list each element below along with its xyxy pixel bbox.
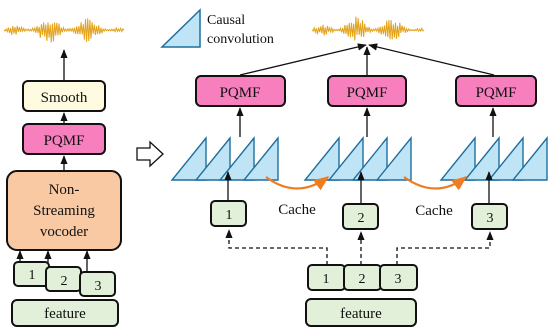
pqmf-block-3 <box>455 75 537 107</box>
dashed-link-chunk1 <box>225 229 328 265</box>
causal-conv-triangle <box>375 136 412 181</box>
waveform-left-icon <box>3 18 125 43</box>
stream-chunk-1-label: 1 <box>226 208 233 223</box>
feature-block-left <box>11 299 119 327</box>
left-pipeline: Smooth PQMF Non- Streaming vocoder 1 2 3… <box>3 18 125 327</box>
causal-conv-triangle <box>242 136 279 181</box>
causal-conv-triangle <box>463 136 500 181</box>
smooth-block <box>22 80 106 112</box>
legend-label-line2: convolution <box>207 32 274 47</box>
left-chunk-2-label: 2 <box>61 274 68 289</box>
vocoder-label-line1: Non- <box>49 182 80 198</box>
open-right-arrow-icon <box>136 140 164 168</box>
bottom-chunk-3-label: 3 <box>395 272 402 287</box>
causal-conv-triangle <box>511 136 548 181</box>
feature-label-right: feature <box>340 306 382 322</box>
pqmf-block-2 <box>327 75 407 107</box>
smooth-label: Smooth <box>41 90 88 106</box>
causal-conv-triangle <box>487 136 524 181</box>
pqmf-block-1 <box>195 75 286 107</box>
left-chunk-3 <box>79 271 116 297</box>
vocoder-label-line3: vocoder <box>40 224 88 240</box>
legend-label-line1: Causal <box>207 13 245 28</box>
bottom-chunk-2-label: 2 <box>359 272 366 287</box>
cache-arrow-1 <box>265 176 330 191</box>
pqmf-block-2-label: PQMF <box>347 85 388 101</box>
bottom-chunk-1-label: 1 <box>323 272 330 287</box>
stream-chunk-3-label: 3 <box>487 211 494 226</box>
pqmf-block-left <box>22 123 106 155</box>
legend: Causal convolution <box>160 8 274 48</box>
causal-conv-triangle <box>351 136 388 181</box>
causal-conv-triangle <box>327 136 364 181</box>
causal-conv-triangle <box>170 136 207 181</box>
cache-label-1: Cache <box>278 202 316 218</box>
stream-chunk-2-label: 2 <box>358 211 365 226</box>
stream-chunk-1 <box>210 200 247 227</box>
non-streaming-vocoder-block <box>6 170 122 251</box>
pqmf-block-3-label: PQMF <box>476 85 517 101</box>
cache-label-2: Cache <box>415 203 453 219</box>
arrow-pqmf3-to-wave <box>368 43 495 76</box>
vocoder-label-line2: Streaming <box>33 203 95 219</box>
bottom-chunk-3 <box>379 264 418 291</box>
pqmf-block-1-label: PQMF <box>220 85 261 101</box>
pqmf-label-left: PQMF <box>44 133 85 149</box>
cache-arrow-2 <box>403 176 468 191</box>
stream-chunk-3 <box>471 203 508 230</box>
stream-chunk-2 <box>342 203 379 230</box>
causal-conv-triangle <box>194 136 231 181</box>
feature-block-right <box>305 298 417 327</box>
feature-label-left: feature <box>44 306 86 322</box>
waveform-trace <box>311 16 425 41</box>
waveform-right-icon <box>311 16 425 41</box>
causal-conv-triangle <box>218 136 255 181</box>
right-pipeline: PQMF PQMF PQMF 1 2 3 Cache Cache 1 <box>170 16 548 327</box>
causal-convolution-legend-icon <box>160 8 201 48</box>
dashed-link-chunk3 <box>396 231 494 265</box>
left-chunk-3-label: 3 <box>95 279 102 294</box>
arrow-pqmf1-to-wave <box>239 43 367 76</box>
left-chunk-1-label: 1 <box>29 268 36 283</box>
waveform-trace <box>3 18 125 43</box>
